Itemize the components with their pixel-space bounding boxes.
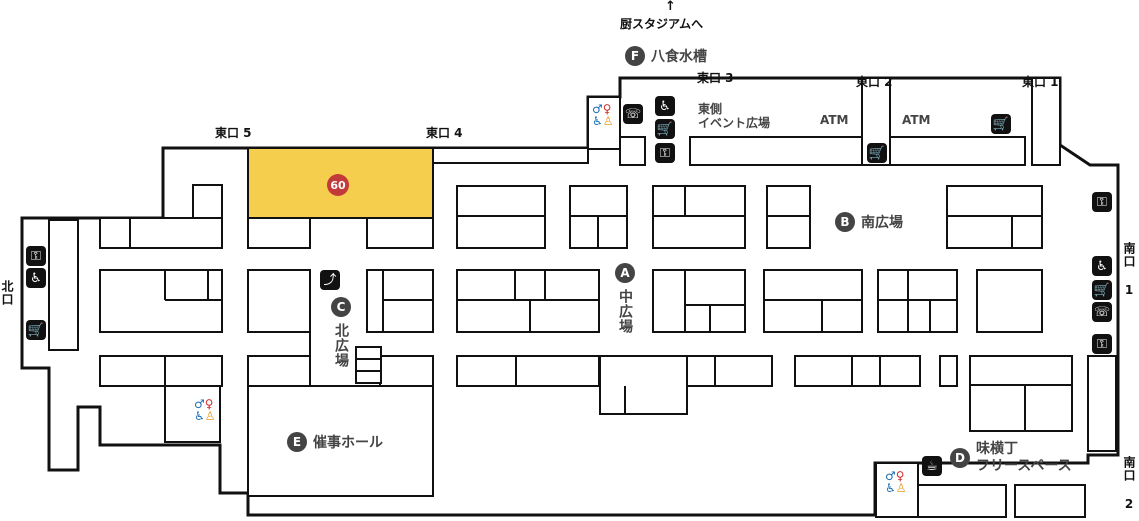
cup-icon: ☕ <box>922 456 942 476</box>
shop-block <box>939 355 958 387</box>
shop-block <box>432 147 589 164</box>
shop-block <box>99 217 131 249</box>
zone-c: C 北広場 <box>331 297 351 368</box>
restroom-room <box>875 462 919 518</box>
building-outline <box>20 76 1120 517</box>
cart-icon: 🛒 <box>867 143 887 163</box>
shop-block <box>99 355 223 387</box>
zone-name-line2: フリースペース <box>976 457 1072 474</box>
zone-name-line1: 味横丁 <box>976 441 1018 457</box>
entrance-east-4: 東口 4 <box>426 126 463 140</box>
zone-badge: E <box>287 432 307 452</box>
zone-badge: A <box>615 263 635 283</box>
entrance-north: 北口 <box>0 280 14 306</box>
cart-icon: 🛒 <box>1092 280 1112 300</box>
escalator-icon: ⤴ <box>320 270 340 290</box>
zone-name: 中広場 <box>617 289 633 334</box>
shop-block <box>247 355 311 387</box>
zone-badge: F <box>625 46 645 66</box>
entrance-south-1: 南口 1 <box>1122 242 1136 298</box>
east-event-plaza-line1: 東側 <box>698 102 723 116</box>
shop-block <box>889 136 1026 166</box>
zone-badge: B <box>835 212 855 232</box>
shop-block <box>456 355 600 387</box>
zone-d: D 味横丁 フリースペース <box>950 441 1072 475</box>
shop-block <box>689 136 863 166</box>
shop-block <box>379 355 434 387</box>
entrance-east-3: 東口 3 <box>697 71 734 85</box>
restroom-icon: ♂♀♿♙ <box>592 102 614 128</box>
cart-icon: 🛒 <box>655 119 675 139</box>
shop-block <box>366 217 434 249</box>
key-locker-icon: ⚿ <box>26 246 46 266</box>
zone-name: 南広場 <box>861 215 903 231</box>
zone-name: 八食水槽 <box>651 49 707 65</box>
zone-badge: C <box>331 297 351 317</box>
entrance-south-2: 南口 2 <box>1122 456 1136 512</box>
shop-block <box>917 484 1007 518</box>
phone-icon: ☏ <box>623 104 643 124</box>
shop-block <box>1087 355 1117 452</box>
zone-e: E 催事ホール <box>287 432 383 452</box>
zone-badge: D <box>950 447 970 468</box>
phone-icon: ☏ <box>1092 302 1112 322</box>
key-locker-icon: ⚿ <box>655 143 675 163</box>
key-locker-icon: ⚿ <box>1092 334 1112 354</box>
event-hall <box>247 385 434 497</box>
zone-f: F 八食水槽 <box>625 46 707 66</box>
restroom-room <box>164 385 221 443</box>
entrance-east-2: 東口 2 <box>856 75 893 89</box>
wheelchair-icon: ♿ <box>1092 256 1112 276</box>
east-event-plaza-line2: イベント広場 <box>698 116 771 131</box>
shop-number-marker: 60 <box>327 174 349 196</box>
stadium-arrow-icon: ↑ <box>665 0 676 14</box>
entrance-east-5: 東口 5 <box>215 126 252 140</box>
restroom-room <box>587 96 621 150</box>
zone-name: 味横丁 フリースペース <box>976 441 1072 475</box>
shop-block <box>794 355 921 387</box>
atm-label: ATM <box>820 113 849 127</box>
key-locker-icon: ⚿ <box>1092 192 1112 212</box>
shop-block <box>652 269 746 333</box>
zone-name: 北広場 <box>333 323 349 368</box>
cart-icon: 🛒 <box>26 320 46 340</box>
shop-block <box>247 269 311 333</box>
stair <box>355 346 382 384</box>
stadium-direction: 厨スタジアムへ <box>620 17 704 31</box>
entrance-east-1: 東口 1 <box>1022 75 1059 89</box>
shop-block <box>599 355 688 415</box>
shop-block <box>247 217 311 249</box>
zone-a: A 中広場 <box>615 263 635 334</box>
shop-block <box>48 219 79 351</box>
shop-block <box>1014 484 1086 518</box>
shop-block <box>969 355 1073 432</box>
shop-block <box>976 269 1043 333</box>
east-event-plaza: 東側 イベント広場 <box>698 102 770 131</box>
cart-icon: 🛒 <box>991 114 1011 134</box>
wheelchair-icon: ♿ <box>655 96 675 116</box>
shop-block <box>129 217 223 249</box>
shop-block <box>192 184 223 219</box>
restroom-icon: ♂♀♿♙ <box>885 469 907 495</box>
zone-name: 催事ホール <box>313 435 383 451</box>
restroom-icon: ♂♀♿♙ <box>194 397 216 423</box>
zone-b: B 南広場 <box>835 212 903 232</box>
shop-block <box>619 136 646 166</box>
wheelchair-icon: ♿ <box>26 268 46 288</box>
atm-label: ATM <box>902 113 931 127</box>
corridor <box>1031 77 1061 166</box>
shop-block <box>686 355 773 387</box>
